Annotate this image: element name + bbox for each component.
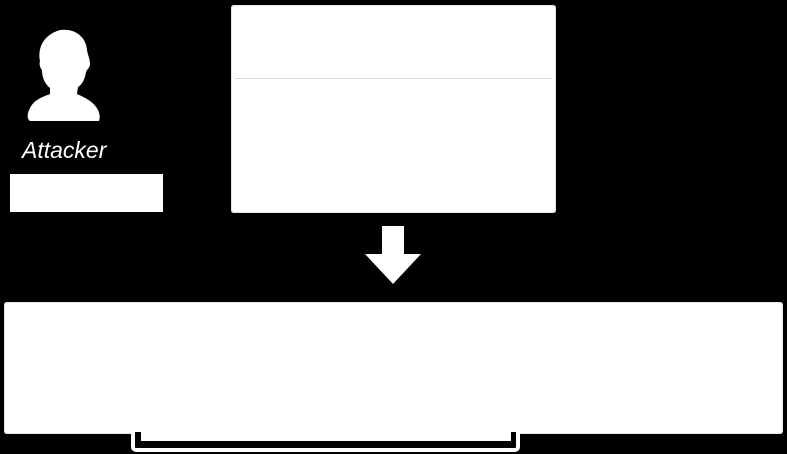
attacker-label: Attacker [22, 137, 107, 163]
top-panel-divider [235, 78, 552, 79]
bottom-panel-tab-fill [141, 432, 511, 441]
attacker-avatar-icon [27, 29, 100, 121]
bottom-panel [4, 302, 783, 434]
attacker-box [10, 174, 163, 212]
down-arrow-icon [365, 226, 421, 284]
top-panel [231, 5, 556, 213]
